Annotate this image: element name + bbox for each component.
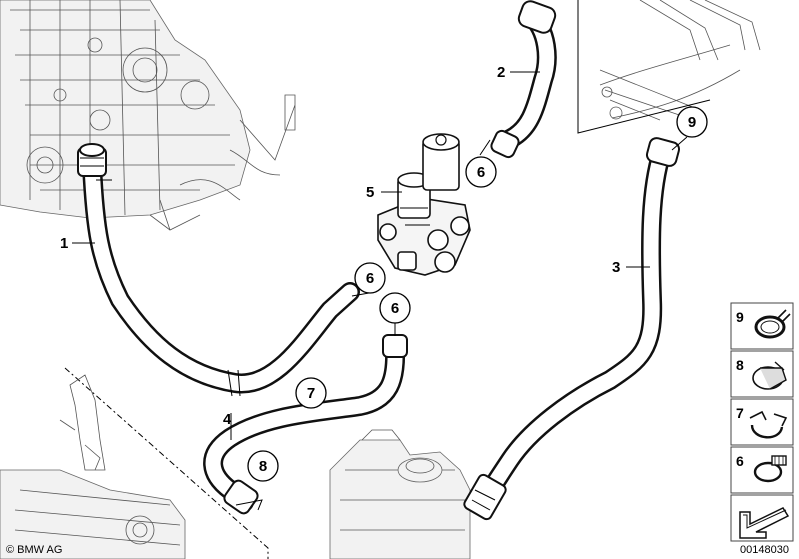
legend-item-6: 6	[730, 446, 794, 494]
svg-text:6: 6	[477, 164, 485, 181]
hose-clamp-screw-icon	[753, 455, 787, 483]
lower-component-illustration	[0, 374, 186, 559]
callout-4: 4	[223, 411, 232, 428]
body-pipe-illustration	[599, 0, 761, 123]
copyright-text: © BMW AG	[6, 544, 62, 556]
svg-text:8: 8	[259, 458, 267, 475]
hose-4	[203, 334, 408, 515]
lower-inset-dashed-border	[64, 367, 269, 559]
diagram-id: 00148030	[740, 544, 789, 556]
svg-text:6: 6	[366, 270, 374, 287]
callout-6-lower: 6	[379, 292, 411, 324]
hose-1-connector	[77, 143, 107, 177]
callout-5: 5	[366, 184, 374, 201]
hose-clamp-spring-icon	[754, 309, 791, 339]
svg-text:6: 6	[391, 300, 399, 317]
legend-item-7: 7	[730, 398, 794, 446]
svg-text:6: 6	[736, 453, 744, 469]
callout-8: 8	[247, 450, 279, 482]
heater-valve-assembly	[377, 133, 471, 276]
hose-clamp-band-icon	[752, 361, 787, 390]
direction-arrow-icon	[739, 507, 790, 539]
callout-2: 2	[497, 64, 505, 81]
callout-6-upper: 6	[465, 156, 497, 188]
svg-text:9: 9	[688, 114, 696, 131]
svg-text:8: 8	[736, 357, 744, 373]
callout-9: 9	[676, 106, 708, 138]
svg-text:9: 9	[736, 309, 744, 325]
expansion-tank-illustration	[329, 429, 471, 559]
callout-3: 3	[612, 259, 620, 276]
legend-item-8: 8	[730, 350, 794, 398]
leader-lines	[72, 71, 688, 440]
hose-1	[82, 155, 360, 397]
pipe-inset-bracket	[577, 0, 711, 134]
hose-clamp-clip-icon	[749, 410, 788, 439]
svg-text:7: 7	[736, 405, 744, 421]
legend-item-9: 9	[730, 302, 794, 350]
hose-3	[463, 137, 681, 521]
legend-arrow-box	[730, 494, 794, 542]
callout-1: 1	[60, 235, 68, 252]
svg-text:7: 7	[307, 385, 315, 402]
hose-2	[490, 0, 557, 159]
engine-block-illustration	[0, 0, 296, 231]
legend-panel: 9 8 7	[730, 302, 794, 542]
callout-7: 7	[295, 377, 327, 409]
callout-6-middle: 6	[354, 262, 386, 294]
